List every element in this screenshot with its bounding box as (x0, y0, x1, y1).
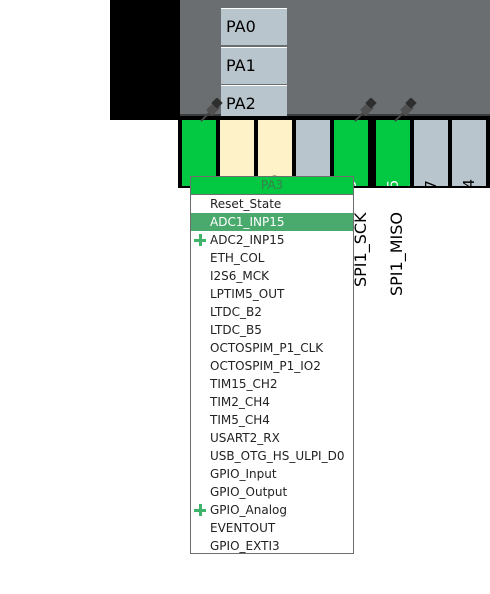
menu-item-gpio-input[interactable]: GPIO_Input (191, 465, 353, 483)
menu-item-octospim-p1-io2[interactable]: OCTOSPIM_P1_IO2 (191, 357, 353, 375)
pin-pa5[interactable]: PA5 (334, 120, 368, 186)
menu-item-label: TIM5_CH4 (210, 413, 270, 427)
menu-item-octospim-p1-clk[interactable]: OCTOSPIM_P1_CLK (191, 339, 353, 357)
menu-item-label: Reset_State (210, 197, 282, 211)
menu-item-label: USB_OTG_HS_ULPI_D0 (210, 449, 345, 463)
plus-icon (194, 234, 206, 246)
menu-item-label: GPIO_Analog (210, 503, 287, 517)
menu-item-tim2-ch4[interactable]: TIM2_CH4 (191, 393, 353, 411)
pin-pa2[interactable]: PA2 (221, 85, 287, 122)
pin-function-menu: PA3 Reset_State ADC1_INP15 ADC2_INP15 ET… (190, 176, 354, 554)
pin-vss[interactable]: VSS (220, 120, 254, 186)
menu-item-label: GPIO_EXTI3 (210, 539, 280, 553)
pin-pa4[interactable]: PA4 (296, 120, 330, 186)
signal-label-pa6: SPI1_MISO (387, 212, 406, 296)
menu-item-label: EVENTOUT (210, 521, 276, 535)
menu-item-gpio-analog[interactable]: GPIO_Analog (191, 501, 353, 519)
pin-vdd[interactable]: VDD (258, 120, 292, 186)
menu-item-label: USART2_RX (210, 431, 280, 445)
menu-item-eth-col[interactable]: ETH_COL (191, 249, 353, 267)
menu-header: PA3 (191, 177, 353, 195)
menu-item-label: OCTOSPIM_P1_CLK (210, 341, 324, 355)
menu-item-label: TIM2_CH4 (210, 395, 270, 409)
pin-label: PA7 (422, 148, 440, 186)
pin-label: PC4 (460, 148, 478, 186)
pushpin-icon (198, 97, 224, 124)
pushpin-icon (352, 97, 378, 124)
menu-item-ltdc-b5[interactable]: LTDC_B5 (191, 321, 353, 339)
pin-pa1[interactable]: PA1 (221, 47, 287, 84)
pin-pa7[interactable]: PA7 (414, 120, 448, 186)
menu-item-usb-otg-hs-ulpi-d0[interactable]: USB_OTG_HS_ULPI_D0 (191, 447, 353, 465)
menu-item-label: LTDC_B5 (210, 323, 262, 337)
menu-item-label: LPTIM5_OUT (210, 287, 285, 301)
menu-item-label: LTDC_B2 (210, 305, 262, 319)
pin-pc4[interactable]: PC4 (452, 120, 486, 186)
menu-item-eventout[interactable]: EVENTOUT (191, 519, 353, 537)
menu-item-adc2-inp15[interactable]: ADC2_INP15 (191, 231, 353, 249)
plus-icon (194, 504, 206, 516)
menu-item-tim5-ch4[interactable]: TIM5_CH4 (191, 411, 353, 429)
pushpin-icon (392, 97, 418, 124)
pin-pa0[interactable]: PA0 (221, 8, 287, 45)
menu-item-label: TIM15_CH2 (210, 377, 278, 391)
menu-item-label: ETH_COL (210, 251, 265, 265)
pin-pa3[interactable]: PA3 (182, 120, 216, 186)
left-pin-column: PA0 PA1 PA2 (110, 0, 287, 122)
pin-label: PA6 (384, 148, 402, 186)
menu-item-label: I2S6_MCK (210, 269, 270, 283)
menu-item-lptim5-out[interactable]: LPTIM5_OUT (191, 285, 353, 303)
pin-pa6[interactable]: PA6 (376, 120, 410, 186)
menu-item-ltdc-b2[interactable]: LTDC_B2 (191, 303, 353, 321)
menu-item-adc1-inp15[interactable]: ADC1_INP15 (191, 213, 353, 231)
menu-item-gpio-exti3[interactable]: GPIO_EXTI3 (191, 537, 353, 555)
menu-item-label: GPIO_Output (210, 485, 288, 499)
menu-item-label: GPIO_Input (210, 467, 277, 481)
menu-item-reset-state[interactable]: Reset_State (191, 195, 353, 213)
menu-item-label: ADC2_INP15 (210, 233, 285, 247)
menu-item-usart2-rx[interactable]: USART2_RX (191, 429, 353, 447)
menu-item-label: OCTOSPIM_P1_IO2 (210, 359, 321, 373)
menu-item-tim15-ch2[interactable]: TIM15_CH2 (191, 375, 353, 393)
menu-item-gpio-output[interactable]: GPIO_Output (191, 483, 353, 501)
menu-item-label: ADC1_INP15 (210, 215, 285, 229)
menu-item-i2s6-mck[interactable]: I2S6_MCK (191, 267, 353, 285)
